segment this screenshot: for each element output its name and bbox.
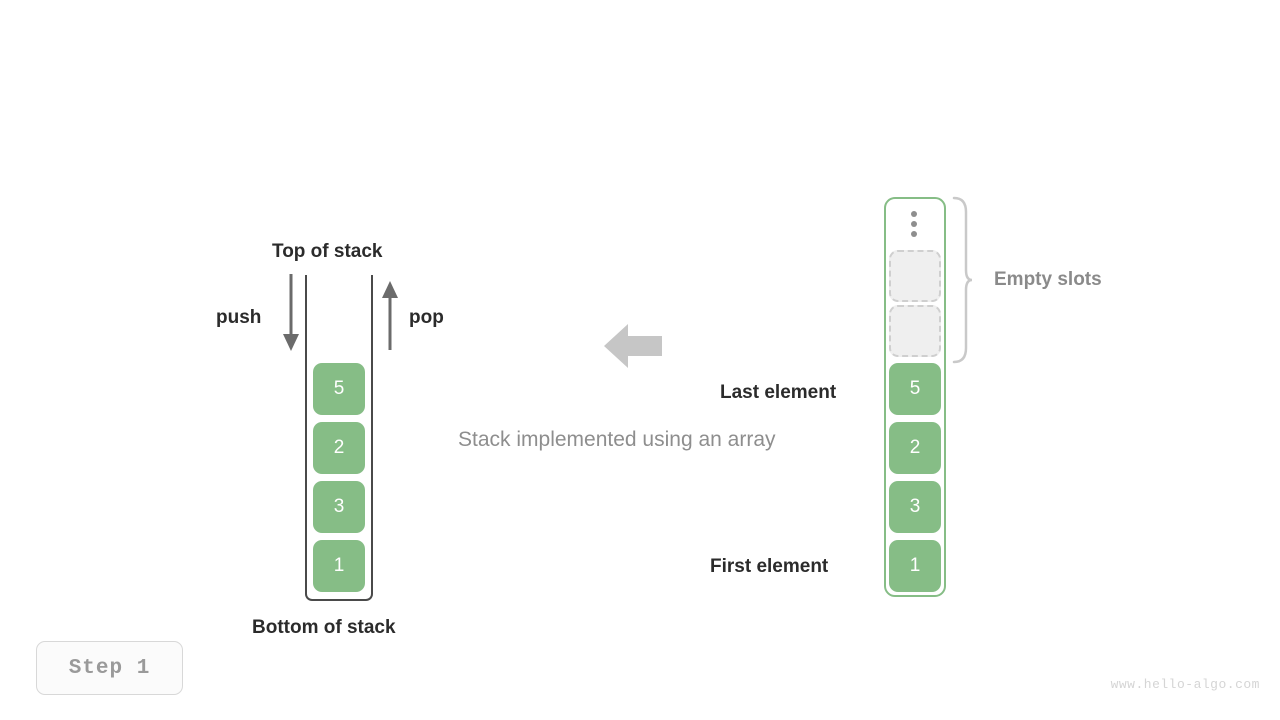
bottom-of-stack-label: Bottom of stack	[252, 617, 396, 638]
array-cell: 3	[889, 481, 941, 533]
watermark: www.hello-algo.com	[1110, 677, 1260, 692]
top-of-stack-label: Top of stack	[272, 241, 383, 262]
push-arrow-icon	[283, 274, 299, 351]
array-cell: 5	[889, 363, 941, 415]
vertical-dots-icon	[910, 211, 918, 237]
empty-slots-brace-icon	[952, 196, 973, 364]
stack-cell: 2	[313, 422, 365, 474]
stack-cell: 5	[313, 363, 365, 415]
array-empty-slot	[889, 305, 941, 357]
array-container	[884, 197, 946, 597]
step-badge: Step 1	[36, 641, 183, 695]
last-element-label: Last element	[720, 382, 837, 403]
pop-arrow-icon	[382, 281, 398, 350]
first-element-label: First element	[710, 556, 829, 577]
caption-text: Stack implemented using an array	[458, 428, 776, 451]
array-empty-slot	[889, 250, 941, 302]
empty-slots-label: Empty slots	[994, 269, 1102, 290]
pop-label: pop	[409, 307, 444, 328]
stack-container	[305, 275, 373, 601]
stack-cell: 3	[313, 481, 365, 533]
array-cell: 2	[889, 422, 941, 474]
arrow-left-icon	[604, 324, 662, 368]
push-label: push	[216, 307, 262, 328]
array-cell: 1	[889, 540, 941, 592]
stack-cell: 1	[313, 540, 365, 592]
